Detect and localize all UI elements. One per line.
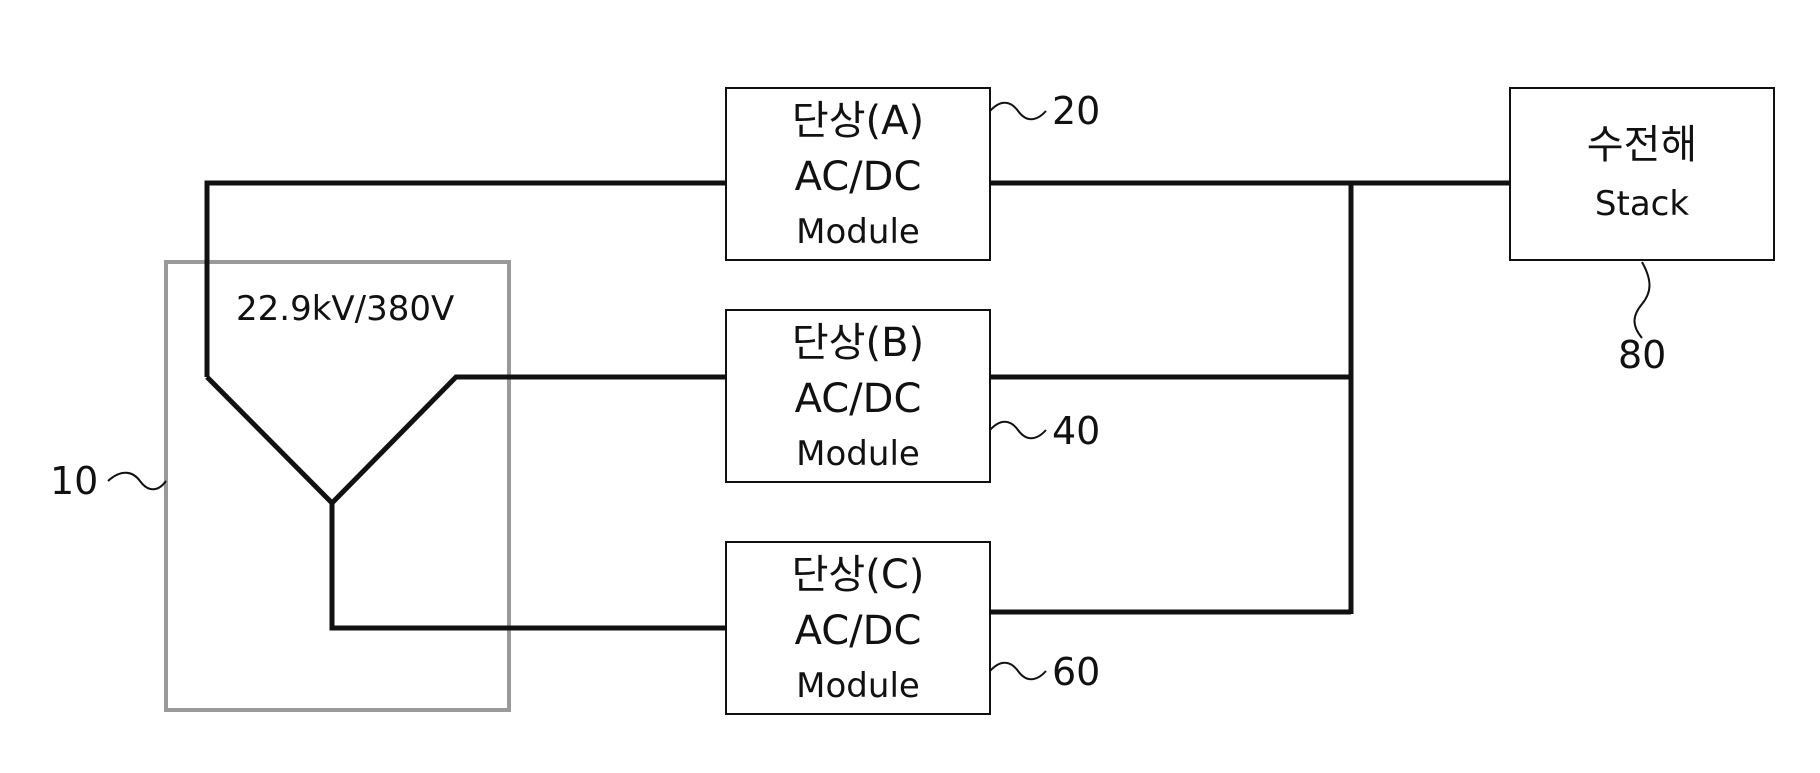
module-c-label: Module <box>796 666 920 706</box>
wye-left-arm <box>207 377 332 503</box>
module-b-label: Module <box>796 434 920 474</box>
module-a-ref-leader <box>990 103 1046 120</box>
module-c: 단상(C) AC/DC Module <box>726 542 990 714</box>
electrolysis-stack: 수전해 Stack <box>1510 88 1774 260</box>
module-c-ref-number: 60 <box>1052 650 1100 694</box>
transformer-ref-number: 10 <box>50 459 98 503</box>
module-b-type: AC/DC <box>795 376 922 422</box>
module-c-ref-leader <box>990 663 1046 680</box>
transformer-enclosure <box>166 262 509 710</box>
stack-label: Stack <box>1595 184 1689 224</box>
module-b-phase: 단상(B) <box>792 320 924 366</box>
wire-phase-b <box>332 377 726 503</box>
transformer-rating: 22.9kV/380V <box>236 289 454 329</box>
module-b: 단상(B) AC/DC Module <box>726 310 990 482</box>
stack-ref-leader <box>1635 262 1650 338</box>
stack-title: 수전해 <box>1587 122 1697 168</box>
wire-phase-c <box>332 503 726 628</box>
module-b-ref-leader <box>990 422 1046 439</box>
transformer-ref-leader <box>108 473 166 490</box>
module-c-phase: 단상(C) <box>792 552 925 598</box>
module-b-ref-number: 40 <box>1052 409 1100 453</box>
module-a-type: AC/DC <box>795 154 922 200</box>
wire-phase-a <box>207 183 726 377</box>
module-a-ref-number: 20 <box>1052 89 1100 133</box>
stack-box <box>1510 88 1774 260</box>
stack-ref-number: 80 <box>1618 333 1666 377</box>
module-a: 단상(A) AC/DC Module <box>726 88 990 260</box>
module-a-label: Module <box>796 212 920 252</box>
module-c-type: AC/DC <box>795 608 922 654</box>
module-a-phase: 단상(A) <box>792 98 924 144</box>
